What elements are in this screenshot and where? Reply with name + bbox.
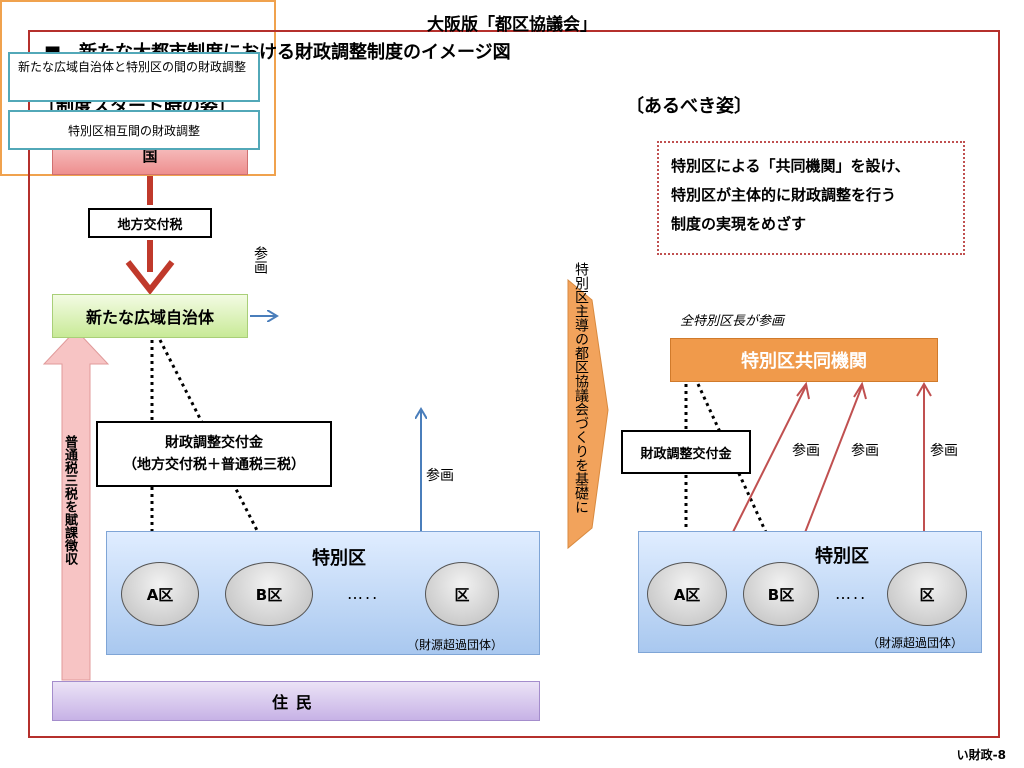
futsuzei-label: 普通税三税を賦課徴収 xyxy=(62,435,77,565)
koufukin-label-right: 財政調整交付金 xyxy=(621,430,751,474)
sankaku-vertical-label: 参画 xyxy=(252,246,268,274)
zaigen-note: （財源超過団体） xyxy=(407,638,504,652)
ku-other: 区 xyxy=(425,562,499,626)
sankaku-label-2: 参画 xyxy=(851,443,879,459)
goal-box: 特別区による「共同機関」を設け、 特別区が主体的に財政調整を行う 制度の実現をめ… xyxy=(657,141,965,255)
ku-other-right: 区 xyxy=(887,562,967,626)
slide-frame xyxy=(28,30,1000,738)
ku-b-right: B区 xyxy=(743,562,819,626)
middle-arrow-text: 特別区主導の都区協議会づくりを基礎に xyxy=(573,262,589,514)
chihou-koufuzei-label: 地方交付税 xyxy=(88,208,212,238)
upward-tax-arrow xyxy=(42,329,110,681)
ku-a: A区 xyxy=(121,562,199,626)
tokubetsuku-area-left: 特別区 A区 B区 ….. 区 （財源超過団体） xyxy=(106,531,540,655)
page-number: い財政‐8 xyxy=(956,748,1006,762)
tokubetsuku-title-right: 特別区 xyxy=(815,546,869,567)
right-heading: 〔あるべき姿〕 xyxy=(626,96,752,117)
ku-a-right: A区 xyxy=(647,562,727,626)
sankaku-label-1: 参画 xyxy=(792,443,820,459)
zaigen-note-right: （財源超過団体） xyxy=(867,636,964,650)
sankaku-label-3: 参画 xyxy=(930,443,958,459)
osaka-item-2: 特別区相互間の財政調整 xyxy=(8,110,260,150)
all-mayors-label: 全特別区長が参画 xyxy=(680,314,785,329)
koufukin-label: 財政調整交付金 （地方交付税＋普通税三税） xyxy=(96,421,332,487)
koufukin-line2: （地方交付税＋普通税三税） xyxy=(123,457,305,473)
osaka-item-1: 新たな広域自治体と特別区の間の財政調整 xyxy=(8,52,260,102)
ku-b: B区 xyxy=(225,562,313,626)
sankaku-label-left: 参画 xyxy=(426,468,454,484)
ellipsis: ….. xyxy=(347,584,380,603)
goal-line-2: 特別区が主体的に財政調整を行う xyxy=(671,186,897,204)
goal-line-1: 特別区による「共同機関」を設け、 xyxy=(671,157,910,175)
middle-orange-arrow xyxy=(567,278,609,550)
osaka-tokukyo-box: 大阪版「都区協議会」 新たな広域自治体と特別区の間の財政調整 特別区相互間の財政… xyxy=(0,0,597,176)
goal-line-3: 制度の実現をめざす xyxy=(671,215,807,233)
osaka-title: 大阪版「都区協議会」 xyxy=(427,15,597,35)
jumin-box: 住民 xyxy=(52,681,540,721)
ellipsis-right: ….. xyxy=(835,584,868,603)
tokubetsuku-title: 特別区 xyxy=(312,548,366,569)
koiki-box: 新たな広域自治体 xyxy=(52,294,248,338)
down-arrow-kuni xyxy=(125,176,175,295)
tokubetsuku-area-right: 特別区 A区 B区 ….. 区 （財源超過団体） xyxy=(638,531,982,653)
koufukin-line1: 財政調整交付金 xyxy=(165,435,263,451)
kyodo-kikan-box: 特別区共同機関 xyxy=(670,338,938,382)
